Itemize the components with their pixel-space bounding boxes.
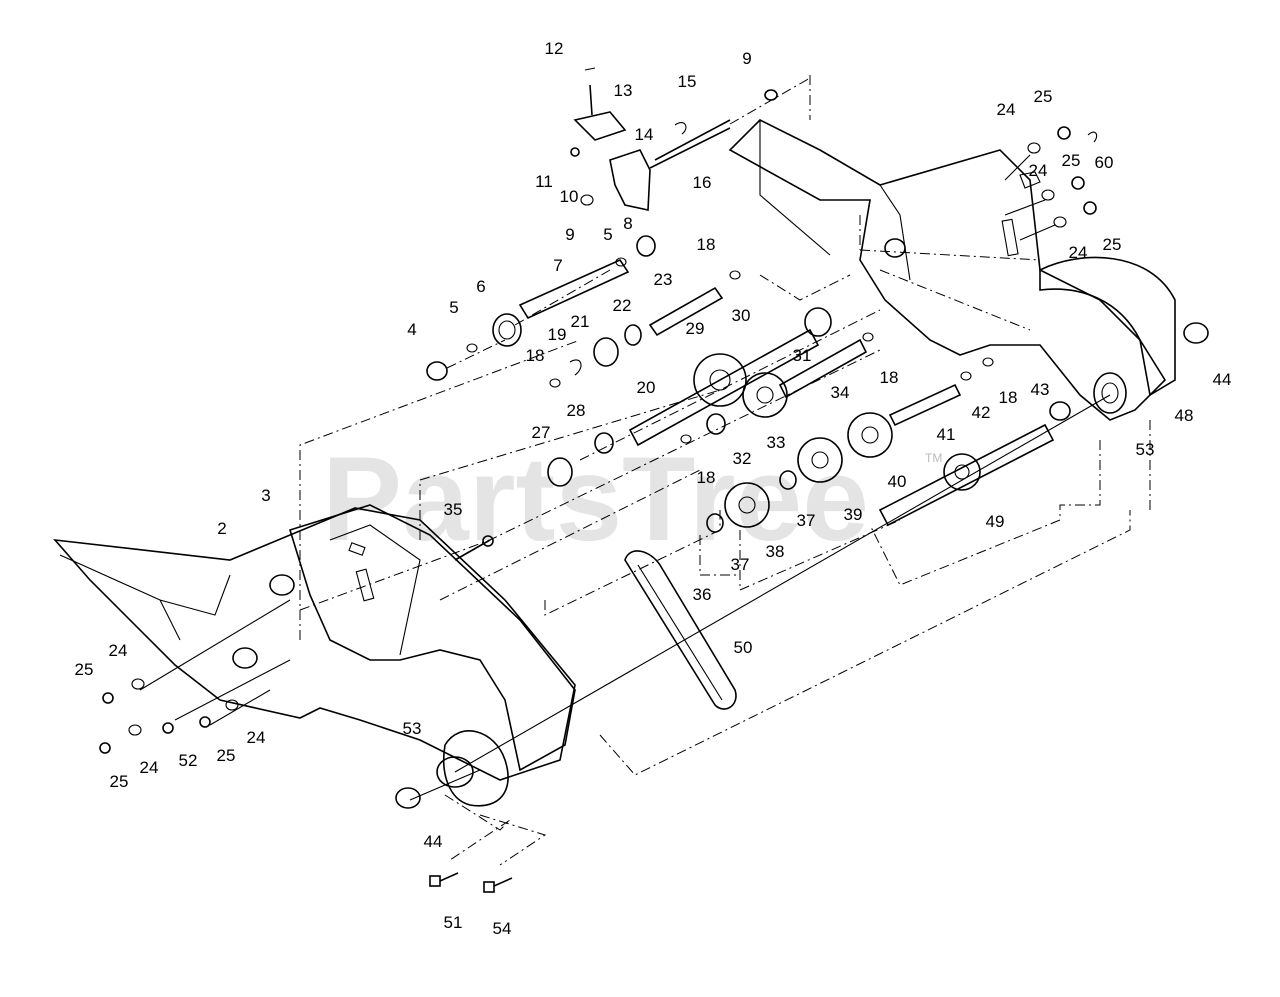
callout-36: 36 [693,585,712,604]
right-fasteners [1004,126,1098,241]
callout-7: 7 [553,256,562,275]
callout-24: 24 [1069,243,1088,262]
callout-38: 38 [766,542,785,561]
callout-labels: 12 13 9 15 14 11 10 16 9 8 5 18 7 23 6 5… [75,39,1232,938]
callout-35: 35 [444,500,463,519]
callout-48: 48 [1175,406,1194,425]
callout-28: 28 [567,401,586,420]
callout-40: 40 [888,472,907,491]
callout-44: 44 [424,832,443,851]
callout-42: 42 [972,403,991,422]
watermark-text: PartsTree [322,432,869,566]
callout-13: 13 [614,81,633,100]
callout-34: 34 [831,383,850,402]
callout-10: 10 [560,187,579,206]
callout-24: 24 [1029,161,1048,180]
callout-20: 20 [637,378,656,397]
callout-3: 3 [261,486,270,505]
callout-29: 29 [686,319,705,338]
callout-25: 25 [217,746,236,765]
callout-41: 41 [937,425,956,444]
callout-33: 33 [767,433,786,452]
callout-60: 60 [1095,153,1114,172]
callout-22: 22 [613,296,632,315]
left-housing [53,339,1131,893]
callout-11: 11 [535,172,553,191]
callout-25: 25 [110,772,129,791]
callout-53: 53 [1136,440,1155,459]
shift-linkage [570,67,811,211]
callout-18: 18 [880,368,899,387]
callout-4: 4 [407,320,416,339]
callout-50: 50 [734,638,753,657]
callout-18: 18 [697,235,716,254]
callout-24: 24 [247,728,266,747]
callout-9: 9 [565,225,574,244]
callout-23: 23 [654,270,673,289]
callout-37: 37 [797,511,816,530]
callout-51: 51 [444,913,463,932]
callout-6: 6 [476,277,485,296]
callout-49: 49 [986,512,1005,531]
callout-15: 15 [678,72,697,91]
callout-9: 9 [742,49,751,68]
watermark-tm: TM [925,451,942,465]
callout-21: 21 [571,312,590,331]
callout-54: 54 [493,919,512,938]
callout-43: 43 [1031,380,1050,399]
callout-24: 24 [109,641,128,660]
gear-train [299,235,1111,801]
callout-31: 31 [793,346,812,365]
callout-25: 25 [1034,87,1053,106]
callout-30: 30 [732,306,751,325]
callout-52: 52 [179,751,198,770]
callout-5: 5 [449,298,458,317]
callout-2: 2 [217,519,226,538]
right-housing [728,75,1209,586]
callout-18: 18 [697,468,716,487]
callout-25: 25 [75,660,94,679]
callout-18: 18 [999,388,1018,407]
callout-24: 24 [997,100,1016,119]
callout-19: 19 [548,325,567,344]
callout-25: 25 [1103,235,1122,254]
callout-14: 14 [635,125,654,144]
callout-39: 39 [844,505,863,524]
callout-24: 24 [140,758,159,777]
callout-18: 18 [526,346,545,365]
left-fasteners [99,599,291,754]
callout-8: 8 [623,214,632,233]
callout-25: 25 [1062,151,1081,170]
callout-44: 44 [1213,370,1232,389]
callout-12: 12 [545,39,564,58]
callout-53: 53 [403,719,422,738]
callout-27: 27 [532,423,551,442]
callout-37: 37 [731,555,750,574]
callout-32: 32 [733,449,752,468]
callout-16: 16 [693,173,712,192]
callout-5: 5 [603,225,612,244]
